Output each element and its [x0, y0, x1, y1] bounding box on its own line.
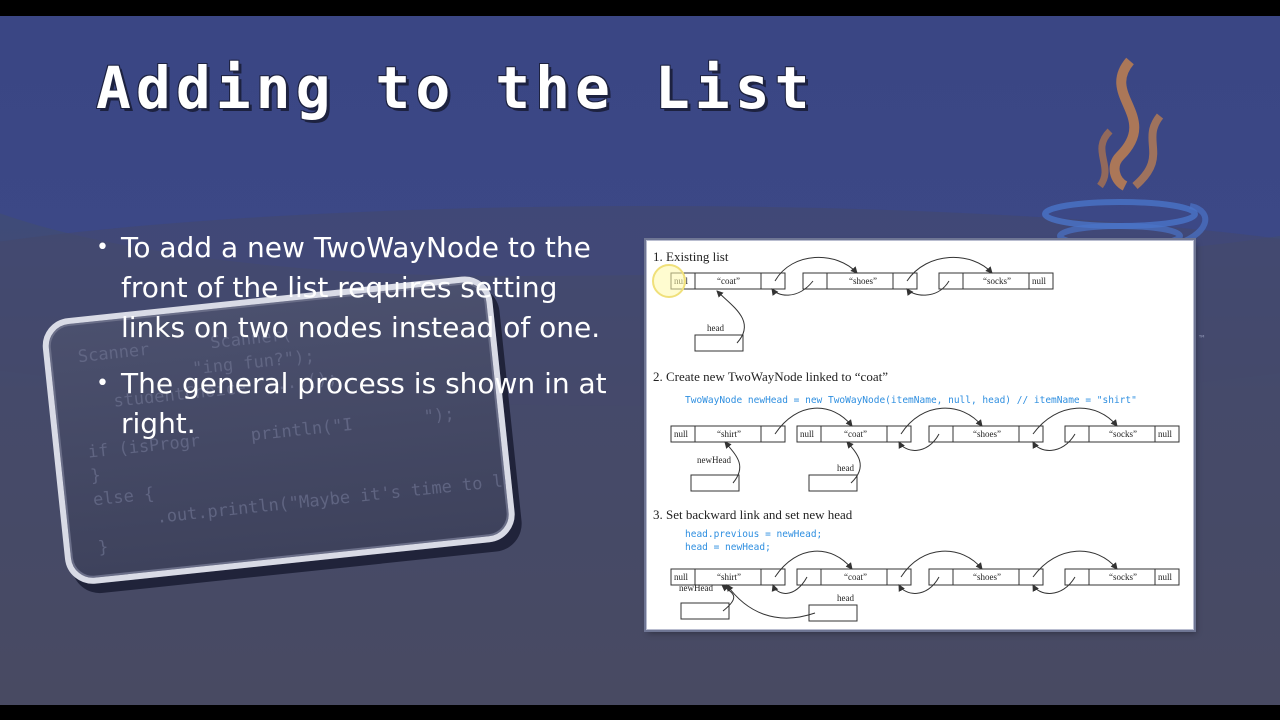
svg-text:“socks”: “socks”	[1109, 572, 1137, 582]
svg-text:null: null	[800, 429, 815, 439]
step-3-label: 3. Set backward link and set new head	[653, 507, 853, 522]
svg-text:null: null	[1032, 276, 1047, 286]
slide-title: Adding to the List	[96, 54, 815, 122]
svg-text:null: null	[1158, 429, 1173, 439]
step-1-list: null “coat” “shoes” “socks” null head	[652, 256, 1054, 352]
svg-text:“socks”: “socks”	[983, 276, 1011, 286]
svg-text:“coat”: “coat”	[844, 572, 867, 582]
linked-list-figure: 1. Existing list null “coat” “shoes” “so…	[646, 240, 1194, 630]
svg-text:head: head	[707, 323, 724, 333]
svg-text:“coat”: “coat”	[844, 429, 867, 439]
svg-text:“shoes”: “shoes”	[849, 276, 877, 286]
svg-text:head: head	[837, 593, 854, 603]
svg-text:“shoes”: “shoes”	[973, 429, 1001, 439]
step-3-code-2: head = newHead;	[685, 542, 771, 553]
svg-text:newHead: newHead	[679, 583, 713, 593]
step-2-code: TwoWayNode newHead = new TwoWayNode(item…	[685, 395, 1137, 406]
bullet-list: •To add a new TwoWayNode to the front of…	[96, 228, 616, 460]
bullet-item: •The general process is shown in at righ…	[96, 367, 607, 440]
svg-text:head: head	[837, 463, 854, 473]
svg-text:“socks”: “socks”	[1109, 429, 1137, 439]
svg-text:null: null	[674, 572, 689, 582]
step-1-label: 1. Existing list	[653, 249, 729, 264]
svg-text:“shirt”: “shirt”	[717, 429, 741, 439]
svg-text:newHead: newHead	[697, 455, 731, 465]
svg-text:null: null	[1158, 572, 1173, 582]
svg-text:“coat”: “coat”	[717, 276, 740, 286]
svg-text:null: null	[674, 429, 689, 439]
step-2-list: null “shirt” null “coat” “shoes” “socks”…	[670, 407, 1180, 492]
bullet-item: •To add a new TwoWayNode to the front of…	[96, 231, 601, 344]
linked-list-diagram: 1. Existing list null “coat” “shoes” “so…	[652, 249, 1180, 622]
cursor-highlight	[652, 264, 686, 298]
step-3-code-1: head.previous = newHead;	[685, 529, 822, 540]
step-2-label: 2. Create new TwoWayNode linked to “coat…	[653, 369, 888, 384]
step-3-list: null “shirt” “coat” “shoes” “socks” null…	[670, 550, 1180, 622]
svg-text:“shirt”: “shirt”	[717, 572, 741, 582]
svg-text:“shoes”: “shoes”	[973, 572, 1001, 582]
slide: Adding to the List ™ Scanner Scanner( "i…	[0, 16, 1280, 705]
trademark-mark: ™	[1198, 334, 1206, 343]
